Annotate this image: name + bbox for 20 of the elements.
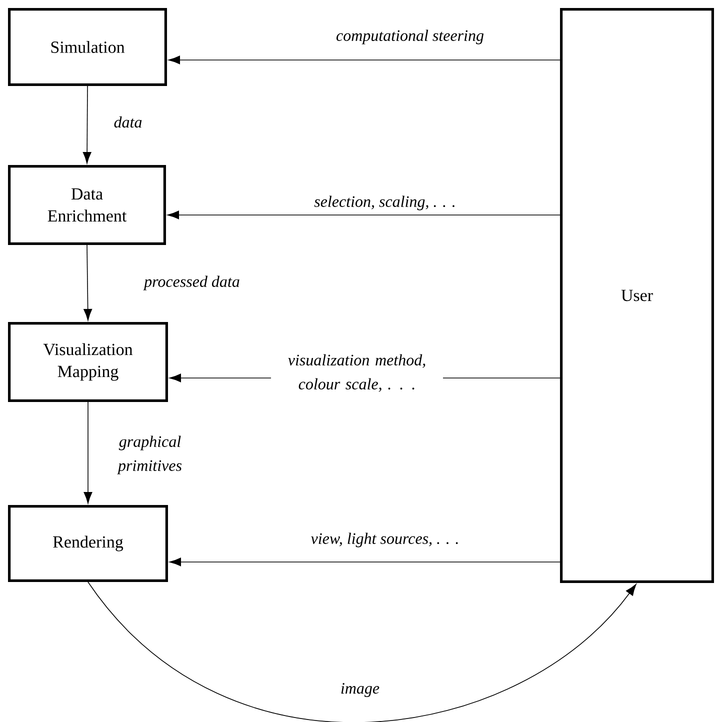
edge-label: graphical primitives: [117, 436, 182, 474]
arrow: [167, 210, 560, 220]
arrow: [82, 86, 92, 164]
arrow: [168, 56, 560, 64]
process-box: Simulation: [8, 8, 167, 86]
process-box: Visualization Mapping: [8, 322, 168, 402]
edge-label: data: [114, 116, 142, 128]
edge-label: visualization method, colour scale, . . .: [271, 353, 443, 393]
edge-label: view, light sources, . . .: [311, 532, 458, 548]
edge-label: selection, scaling, . . .: [314, 196, 454, 210]
arrow: [88, 582, 636, 722]
arrow: [84, 244, 92, 321]
process-box: Rendering: [8, 505, 168, 582]
process-box: User: [560, 8, 714, 583]
process-box: Data Enrichment: [8, 164, 166, 245]
edge-label: computational steering: [336, 30, 484, 44]
arrow: [169, 558, 560, 566]
arrow: [84, 402, 92, 504]
edge-label: image: [341, 683, 380, 697]
edge-label: processed data: [143, 276, 240, 290]
